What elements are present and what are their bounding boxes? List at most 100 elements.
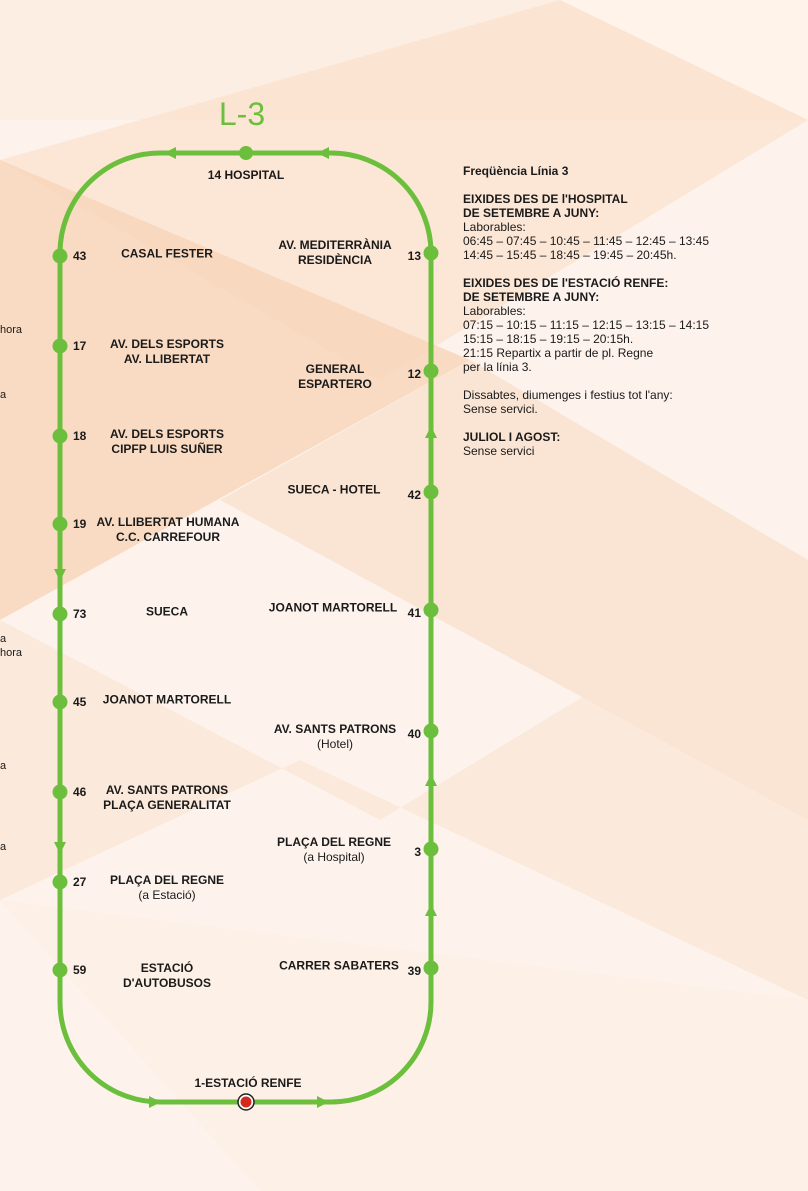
stop-name: JOANOT MARTORELL <box>269 601 397 616</box>
renfe-heading: EIXIDES DES DE l'ESTACIÓ RENFE: <box>463 276 669 290</box>
frequency-title: Freqüència Línia 3 <box>463 164 569 178</box>
stop-name-line: ESTACIÓ <box>140 961 194 975</box>
stop-name: SUECA - HOTEL <box>288 483 381 498</box>
stop-dot <box>52 516 68 532</box>
stop-name-line: AV. SANTS PATRONS <box>105 783 229 797</box>
stop-name-line: (Hotel) <box>316 737 353 751</box>
stop-dot <box>52 606 68 622</box>
stop-name-line: (a Hospital) <box>303 850 365 864</box>
stop-dot <box>423 723 439 739</box>
stop-name-line: CARRER SABATERS <box>279 958 399 973</box>
weekend-note: Dissabtes, diumenges i festius tot l'any… <box>463 388 673 402</box>
stop-number: 39 <box>407 964 421 978</box>
stop-name-line: JOANOT MARTORELL <box>268 600 398 615</box>
edge-fragment: a <box>0 633 7 645</box>
direction-arrow <box>425 426 437 438</box>
stop-name-line: AV. SANTS PATRONS <box>273 722 397 736</box>
stop-number: 42 <box>407 488 421 502</box>
hospital-weekdays-label: Laborables: <box>463 220 526 234</box>
stop-name-line: CASAL FESTER <box>121 246 213 261</box>
direction-arrow <box>317 147 329 159</box>
direction-arrow <box>425 904 437 916</box>
stop-dot <box>52 784 68 800</box>
terminal-top-label: 14 HOSPITAL <box>207 168 285 182</box>
terminal-top-dot <box>239 146 253 160</box>
stop-name-line: AV. LLIBERTAT HUMANA <box>96 515 240 529</box>
hospital-season: DE SETEMBRE A JUNY: <box>463 206 600 220</box>
stop-number: 40 <box>407 727 421 741</box>
stop-dot <box>52 962 68 978</box>
stop-name-line: CIPFP LUIS SUÑER <box>111 442 223 456</box>
stop-name: CASAL FESTER <box>121 247 213 262</box>
direction-arrow <box>149 1096 161 1108</box>
direction-arrow <box>54 569 66 581</box>
stop-number: 3 <box>414 845 421 859</box>
edge-fragment: a <box>0 389 7 401</box>
stop-number: 18 <box>73 429 87 443</box>
direction-arrow <box>425 774 437 786</box>
stop-number: 46 <box>73 785 87 799</box>
stop-name-line: C.C. CARREFOUR <box>115 530 220 544</box>
stop-dot <box>52 874 68 890</box>
stop-name-line: JOANOT MARTORELL <box>102 692 232 707</box>
stop-name-line: PLAÇA DEL REGNE <box>276 835 392 849</box>
stop-number: 45 <box>73 695 87 709</box>
hospital-times: 14:45 – 15:45 – 18:45 – 19:45 – 20:45h. <box>463 248 677 262</box>
stop-number: 27 <box>73 875 87 889</box>
stop-dot <box>52 694 68 710</box>
stop-number: 12 <box>407 367 421 381</box>
renfe-times: 15:15 – 18:15 – 19:15 – 20:15h. <box>463 332 634 346</box>
stop-dot <box>52 338 68 354</box>
stop-dot <box>423 484 439 500</box>
stop-name-line: PLAÇA DEL REGNE <box>109 873 225 887</box>
stop-name-line: (a Estació) <box>138 888 196 902</box>
stop-name: CARRER SABATERS <box>279 959 399 974</box>
stop-number: 13 <box>407 249 421 263</box>
direction-arrow <box>317 1096 329 1108</box>
stop-name-line: AV. MEDITERRÀNIA <box>278 238 392 252</box>
summer-heading: JULIOL I AGOST: <box>463 430 561 444</box>
stop-dot <box>423 602 439 618</box>
stop-name: SUECA <box>146 605 188 620</box>
direction-arrow <box>54 842 66 854</box>
renfe-weekdays-label: Laborables: <box>463 304 526 318</box>
stop-name: PLAÇA DEL REGNE(a Hospital) <box>277 835 391 865</box>
route-track <box>57 150 434 1105</box>
terminal-bottom-dot <box>240 1096 252 1108</box>
stop-name: JOANOT MARTORELL <box>103 693 231 708</box>
edge-fragment: hora <box>0 647 23 659</box>
stop-name-line: AV. DELS ESPORTS <box>109 337 225 351</box>
terminal-bottom-label: 1-ESTACIÓ RENFE <box>194 1076 302 1090</box>
renfe-times: 07:15 – 10:15 – 11:15 – 12:15 – 13:15 – … <box>463 318 709 332</box>
stop-name-line: AV. LLIBERTAT <box>123 352 211 366</box>
stop-number: 59 <box>73 963 87 977</box>
line-code: L-3 <box>218 96 266 132</box>
stop-dot <box>423 841 439 857</box>
stop-name-line: RESIDÈNCIA <box>297 253 372 267</box>
stop-name-line: SUECA - HOTEL <box>287 482 381 497</box>
stop-number: 17 <box>73 339 87 353</box>
stop-number: 73 <box>73 607 87 621</box>
edge-fragment: a <box>0 841 7 853</box>
stop-name-line: D'AUTOBUSOS <box>123 976 211 990</box>
stop-number: 19 <box>73 517 87 531</box>
stop-dot <box>423 960 439 976</box>
stop-dot <box>423 363 439 379</box>
stop-dot <box>423 245 439 261</box>
stop-name-line: ESPARTERO <box>298 377 372 391</box>
weekend-note: Sense servici. <box>463 402 538 416</box>
frequency-panel: Freqüència Línia 3 EIXIDES DES DE l'HOSP… <box>463 164 763 458</box>
stop-name-line: PLAÇA GENERALITAT <box>103 798 231 812</box>
stop-number: 41 <box>407 606 421 620</box>
stop-dot <box>52 428 68 444</box>
hospital-times: 06:45 – 07:45 – 10:45 – 11:45 – 12:45 – … <box>463 234 709 248</box>
